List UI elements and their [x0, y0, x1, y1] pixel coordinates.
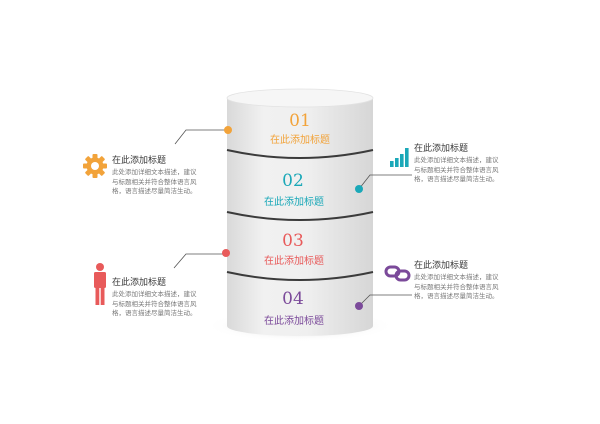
- callout-desc-3: 此处添加详细文本描述，建议 与标题相关并符合整体语言风 格，语言描述尽量简洁生动…: [112, 290, 197, 317]
- segment-number-2: 02: [282, 171, 304, 191]
- segment-divider-3: [226, 271, 374, 281]
- connector-dot-3: [222, 249, 230, 257]
- segment-title-3: 在此添加标题: [264, 254, 324, 267]
- callout-title-3: 在此添加标题: [112, 278, 167, 288]
- callout-1: 在此添加标题 此处添加详细文本描述，建议 与标题相关并符合整体语言风 格，语言描…: [112, 156, 197, 197]
- person-icon: [94, 263, 106, 305]
- callout-title-4: 在此添加标题: [414, 261, 469, 271]
- segment-number-4: 04: [282, 289, 304, 309]
- callout-title-2: 在此添加标题: [414, 144, 469, 154]
- connector-dot-4: [355, 302, 363, 310]
- connector-dot-2: [355, 185, 363, 193]
- segment-divider-1: [226, 149, 374, 159]
- callout-desc-2: 此处添加详细文本描述，建议 与标题相关并符合整体语言风 格，语言描述尽量简洁生动…: [414, 156, 499, 183]
- callout-desc-1: 此处添加详细文本描述，建议 与标题相关并符合整体语言风 格，语言描述尽量简洁生动…: [112, 168, 197, 195]
- callout-4: 在此添加标题 此处添加详细文本描述，建议 与标题相关并符合整体语言风 格，语言描…: [414, 261, 499, 302]
- segment-number-3: 03: [282, 231, 304, 251]
- link-icon: [384, 265, 411, 282]
- bar-chart-icon: [390, 148, 409, 167]
- segment-title-4: 在此添加标题: [264, 314, 324, 327]
- cylinder-body: [227, 98, 373, 336]
- segment-title-1: 在此添加标题: [270, 133, 330, 146]
- connector-dot-1: [224, 126, 232, 134]
- callout-title-1: 在此添加标题: [112, 156, 167, 166]
- segment-divider-2: [226, 211, 374, 221]
- segment-title-2: 在此添加标题: [264, 195, 324, 208]
- connector-line-4: [358, 294, 412, 307]
- callout-2: 在此添加标题 此处添加详细文本描述，建议 与标题相关并符合整体语言风 格，语言描…: [414, 144, 499, 185]
- cylinder-top: [226, 88, 374, 108]
- gear-icon: [83, 154, 107, 178]
- callout-desc-4: 此处添加详细文本描述，建议 与标题相关并符合整体语言风 格，语言描述尽量简洁生动…: [414, 273, 499, 300]
- connector-line-3: [173, 253, 226, 269]
- connector-line-1: [174, 129, 227, 145]
- connector-line-2: [358, 174, 412, 190]
- segment-number-1: 01: [289, 111, 311, 131]
- callout-3: 在此添加标题 此处添加详细文本描述，建议 与标题相关并符合整体语言风 格，语言描…: [112, 278, 197, 319]
